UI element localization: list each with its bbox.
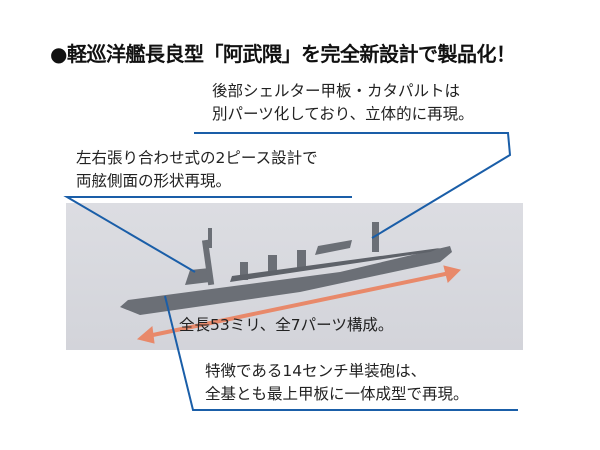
leader-lines <box>63 132 518 411</box>
callout-line: 別パーツ化しており、立体的に再現。 <box>212 105 474 123</box>
callout-line: 全基とも最上甲板に一体成型で再現。 <box>205 385 469 403</box>
callout-line: 特徴である14センチ単装砲は、 <box>205 362 427 380</box>
callout-hull-halves: 左右張り合わせ式の2ピース設計で 両舷側面の形状再現。 <box>76 147 318 193</box>
length-arrow <box>136 265 461 344</box>
ship-model <box>120 222 452 315</box>
callout-rear-shelter: 後部シェルター甲板・カタパルトは 別パーツ化しており、立体的に再現。 <box>212 80 474 126</box>
callout-line: 左右張り合わせ式の2ピース設計で <box>76 149 318 167</box>
callout-line: 後部シェルター甲板・カタパルトは <box>212 82 461 100</box>
callout-length: 全長53ミリ、全7パーツ構成。 <box>179 316 394 334</box>
callout-main-guns: 特徴である14センチ単装砲は、 全基とも最上甲板に一体成型で再現。 <box>205 360 469 406</box>
headline: ●軽巡洋艦長良型「阿武隈」を完全新設計で製品化！ <box>50 42 516 66</box>
callout-line: 両舷側面の形状再現。 <box>76 172 232 190</box>
